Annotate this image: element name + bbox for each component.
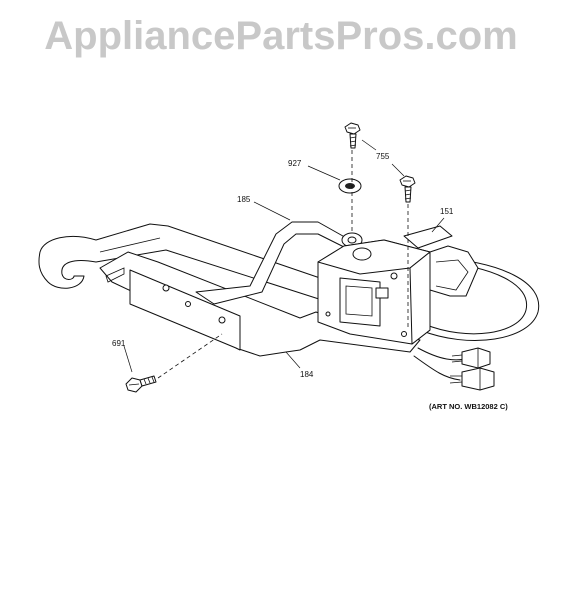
screw-755-upper <box>344 122 361 149</box>
callout-151: 151 <box>440 207 454 216</box>
art-number: (ART NO. WB12082 C) <box>429 402 508 411</box>
callout-184: 184 <box>300 370 314 379</box>
wire-connector-upper <box>451 347 491 369</box>
washer-927 <box>338 178 362 194</box>
leader-927 <box>307 165 341 181</box>
wire-harness-loop <box>413 257 540 381</box>
callout-185: 185 <box>237 195 251 204</box>
motor-housing-151 <box>317 225 479 345</box>
leader-185 <box>253 201 291 221</box>
leader-151 <box>431 217 445 233</box>
callout-691: 691 <box>112 339 126 348</box>
watermark-logo: AppliancePartsPros.com <box>44 14 518 58</box>
assembly-line-691 <box>157 333 223 379</box>
leader-691 <box>123 345 133 373</box>
leader-755-b <box>391 163 405 177</box>
wire-connector-lower <box>449 367 495 391</box>
leader-755-a <box>361 139 377 151</box>
screw-755-lower <box>399 175 416 203</box>
bracket-hook-185 <box>38 223 331 301</box>
screw-691 <box>125 375 157 393</box>
leader-184 <box>285 351 301 369</box>
callout-755: 755 <box>376 152 390 161</box>
callout-927: 927 <box>288 159 302 168</box>
